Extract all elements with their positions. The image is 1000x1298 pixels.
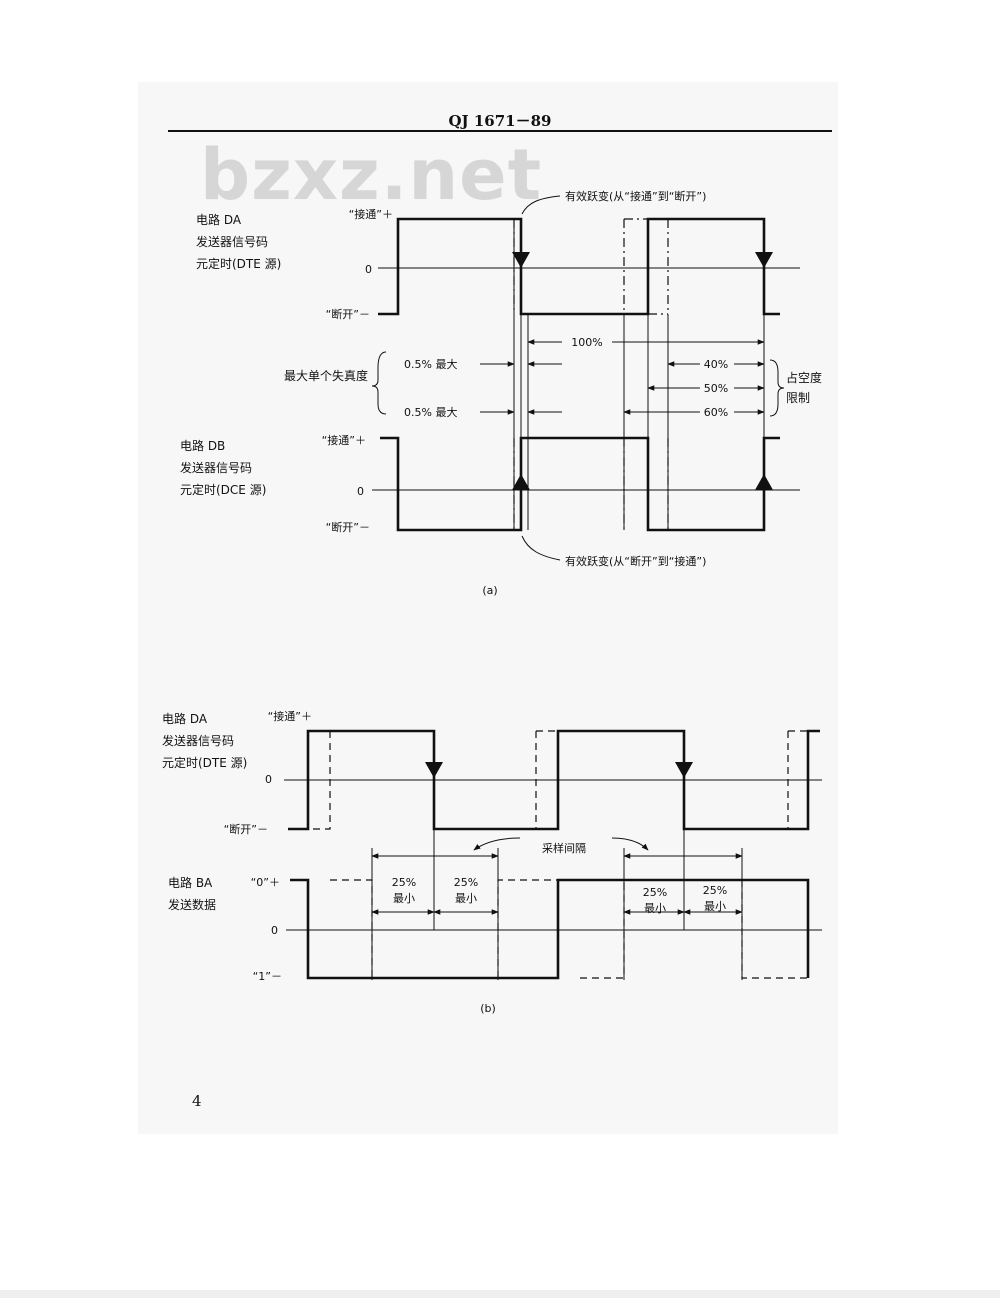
min-label-2: 最小 <box>455 892 477 905</box>
right-brace <box>769 359 785 417</box>
left-brace <box>371 351 387 415</box>
max-distortion-label: 最大单个失真度 <box>284 368 368 383</box>
sample-interval-label: 采样间隔 <box>542 841 586 855</box>
b-arrow-down-2 <box>675 762 693 778</box>
ba-label-2: 发送数据 <box>168 897 216 912</box>
min-label-1: 最小 <box>393 892 415 905</box>
b-zero-label: 0 <box>265 773 272 786</box>
header-rule <box>168 130 832 132</box>
transition-top-label: 有效跃变(从“接通”到“断开”) <box>565 189 706 203</box>
ba-label-1: 电路 BA <box>168 875 213 890</box>
watermark: bzxz.net <box>200 134 543 216</box>
b-arrow-down-1 <box>425 762 443 778</box>
db-off-label: “断开”－ <box>326 520 370 534</box>
db-label-3: 元定时(DCE 源) <box>180 482 266 497</box>
ba-waveform <box>290 878 810 980</box>
document-page <box>138 82 838 1134</box>
duty-50-label: 50% <box>704 382 728 395</box>
da-on-label: “接通”＋ <box>349 208 393 221</box>
min-label-4: 最小 <box>704 900 726 913</box>
db-on-label: “接通”＋ <box>322 434 366 447</box>
da-label-2: 发送器信号码 <box>196 234 268 249</box>
da-label-1: 电路 DA <box>196 212 242 227</box>
da-off-label: “断开”－ <box>326 307 370 321</box>
db-waveform <box>380 436 780 532</box>
pct-label-2: 25% <box>454 876 478 889</box>
b-da-label-2: 发送器信号码 <box>162 733 234 748</box>
ba-zero-plus-label: “0”＋ <box>251 876 280 889</box>
pct-label-4: 25% <box>703 884 727 897</box>
db-zero-label: 0 <box>357 485 364 498</box>
viewer-bottom-edge <box>0 1290 1000 1298</box>
duty-limit-label-1: 占空度 <box>786 370 822 385</box>
ba-zero-label: 0 <box>271 924 278 937</box>
duty-limit-label-2: 限制 <box>786 391 810 405</box>
diagram-a: 电路 DA 发送器信号码 元定时(DTE 源) “接通”＋ 0 “断开”－ 有效… <box>180 189 822 597</box>
diagram-b: 电路 DA 发送器信号码 元定时(DTE 源) “接通”＋ 0 “断开”－ 采样… <box>162 710 822 1015</box>
pct-label-1: 25% <box>392 876 416 889</box>
page-number: 4 <box>192 1092 202 1110</box>
da-label-3: 元定时(DTE 源) <box>196 256 281 271</box>
da-zero-label: 0 <box>365 263 372 276</box>
da-waveform <box>378 217 780 316</box>
da-arrow-down-2 <box>755 252 773 268</box>
b-off-label: “断开”－ <box>224 822 268 836</box>
duty-40-label: 40% <box>704 358 728 371</box>
ba-one-minus-label: “1”－ <box>253 970 282 983</box>
db-arrow-up-1 <box>512 474 530 490</box>
b-da-label-1: 电路 DA <box>162 711 208 726</box>
db-label-2: 发送器信号码 <box>180 460 252 475</box>
max-half-top-label: 0.5% 最大 <box>404 357 457 371</box>
period-100-label: 100% <box>571 336 602 349</box>
b-da-label-3: 元定时(DTE 源) <box>162 755 247 770</box>
standard-number-header: QJ 1671－89 <box>448 112 552 130</box>
transition-bottom-label: 有效跃变(从“断开”到“接通”) <box>565 554 706 568</box>
max-half-bottom-label: 0.5% 最大 <box>404 405 457 419</box>
pct-label-3: 25% <box>643 886 667 899</box>
b-on-label: “接通”＋ <box>268 710 312 723</box>
caption-a: (a) <box>482 584 497 597</box>
duty-60-label: 60% <box>704 406 728 419</box>
db-label-1: 电路 DB <box>180 438 225 453</box>
b-da-waveform <box>288 729 820 831</box>
caption-b: (b) <box>480 1002 496 1015</box>
db-arrow-up-2 <box>755 474 773 490</box>
min-label-3: 最小 <box>644 902 666 915</box>
